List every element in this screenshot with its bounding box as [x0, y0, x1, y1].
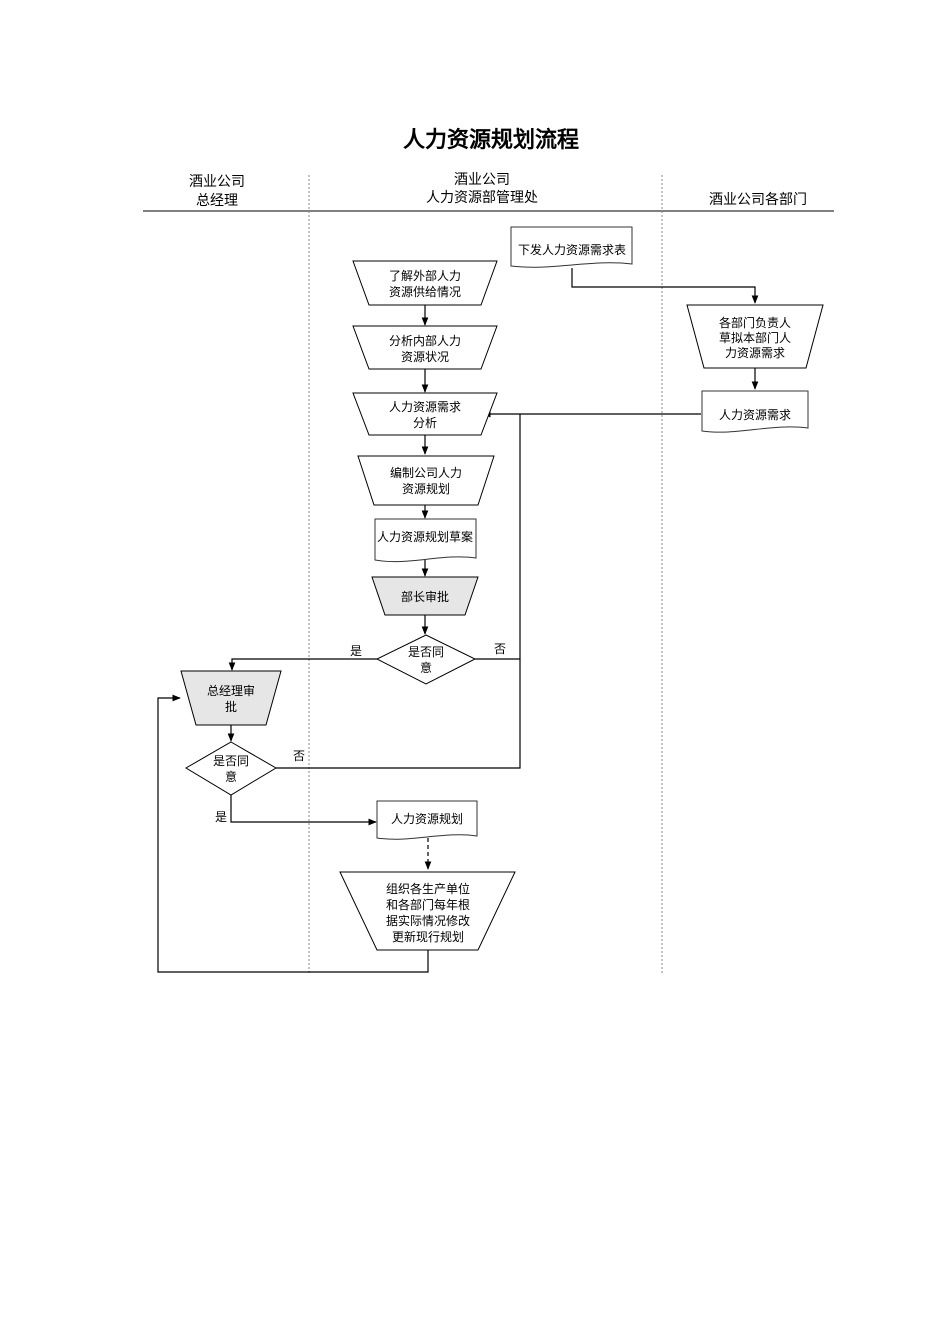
node-agree-2: 是否同 意 — [185, 741, 277, 796]
edge-agree1-no-loop — [475, 414, 521, 660]
svg-text:部长审批: 部长审批 — [401, 589, 449, 604]
svg-text:分析内部人力: 分析内部人力 — [389, 333, 461, 348]
svg-text:各部门负责人: 各部门负责人 — [719, 315, 791, 330]
svg-text:资源供给情况: 资源供给情况 — [389, 285, 461, 299]
edge-update-loop-to-gm — [157, 694, 429, 973]
lane-hr-line-1: 酒业公司 — [454, 172, 510, 188]
node-update-plan: 组织各生产单位 和各部门每年根 据实际情况修改 更新现行规划 — [339, 871, 516, 951]
lane-header-depts: 酒业公司各部门 — [709, 192, 807, 208]
lane-header-hr: 酒业公司 人力资源部管理处 — [426, 172, 538, 206]
lane-hr-line-2: 人力资源部管理处 — [426, 190, 538, 206]
svg-text:人力资源规划: 人力资源规划 — [391, 811, 463, 826]
node-draft-plan: 人力资源规划草案 — [374, 518, 477, 563]
svg-text:总经理审: 总经理审 — [207, 683, 255, 698]
svg-text:是否同: 是否同 — [213, 754, 249, 768]
edges — [157, 268, 759, 973]
svg-text:和各部门每年根: 和各部门每年根 — [386, 897, 470, 912]
label-yes-1: 是 — [350, 644, 362, 658]
node-minister-approval: 部长审批 — [371, 576, 479, 616]
svg-text:意: 意 — [420, 660, 432, 675]
svg-text:批: 批 — [225, 699, 237, 714]
svg-text:资源规划: 资源规划 — [402, 481, 450, 496]
lane-gm-line-2: 总经理 — [196, 193, 238, 209]
edge-issue-to-deptdraft — [571, 268, 759, 304]
page-title: 人力资源规划流程 — [403, 127, 579, 153]
edge-agree2-yes-to-plan — [230, 795, 377, 826]
svg-text:编制公司人力: 编制公司人力 — [390, 465, 462, 480]
lane-gm-line-1: 酒业公司 — [189, 174, 245, 190]
node-issue-form: 下发人力资源需求表 — [510, 226, 633, 268]
svg-text:据实际情况修改: 据实际情况修改 — [386, 913, 470, 928]
svg-text:人力资源需求: 人力资源需求 — [719, 408, 791, 422]
svg-text:下发人力资源需求表: 下发人力资源需求表 — [518, 242, 626, 257]
lane-depts-line-1: 酒业公司各部门 — [709, 192, 807, 208]
edge-agree1-yes-to-gm — [228, 658, 377, 671]
label-no-2: 否 — [293, 749, 305, 763]
label-no-1: 否 — [494, 642, 506, 656]
svg-text:组织各生产单位: 组织各生产单位 — [386, 881, 470, 896]
svg-text:分析: 分析 — [413, 416, 437, 430]
svg-text:是否同: 是否同 — [408, 645, 444, 659]
svg-text:力资源需求: 力资源需求 — [725, 346, 785, 360]
svg-text:人力资源需求: 人力资源需求 — [389, 400, 461, 414]
svg-text:草拟本部门人: 草拟本部门人 — [719, 330, 791, 345]
edge-agree2-no-loop — [276, 659, 521, 769]
svg-text:资源状况: 资源状况 — [401, 350, 449, 364]
node-dept-draft: 各部门负责人 草拟本部门人 力资源需求 — [686, 304, 824, 369]
node-external-supply: 了解外部人力 资源供给情况 — [352, 260, 498, 306]
node-internal-status: 分析内部人力 资源状况 — [352, 325, 498, 370]
svg-text:意: 意 — [225, 769, 237, 784]
node-dept-demand: 人力资源需求 — [701, 390, 809, 433]
node-hr-plan: 人力资源规划 — [376, 800, 478, 840]
node-gm-approval: 总经理审 批 — [180, 670, 282, 726]
svg-text:更新现行规划: 更新现行规划 — [392, 929, 464, 944]
svg-text:人力资源规划草案: 人力资源规划草案 — [377, 529, 473, 544]
node-demand-analysis: 人力资源需求 分析 — [352, 392, 498, 436]
node-compile-plan: 编制公司人力 资源规划 — [357, 455, 495, 506]
lane-header-gm: 酒业公司 总经理 — [189, 174, 245, 209]
label-yes-2: 是 — [215, 810, 227, 824]
node-agree-1: 是否同 意 — [375, 634, 477, 685]
svg-text:了解外部人力: 了解外部人力 — [389, 268, 461, 283]
